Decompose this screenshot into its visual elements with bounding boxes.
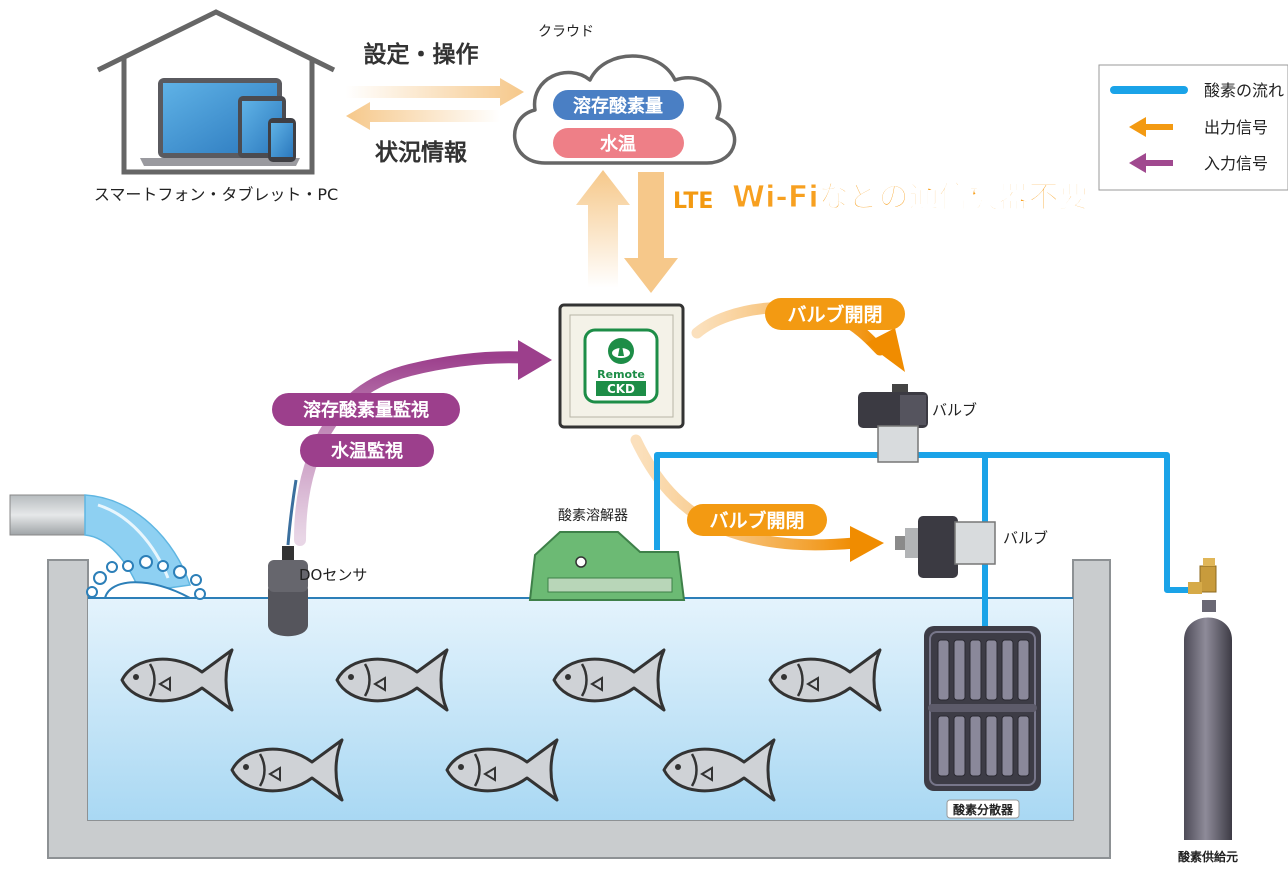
cloud-title: クラウド xyxy=(538,24,594,40)
do-metric-pill xyxy=(553,90,684,120)
fish-icon xyxy=(230,738,344,802)
oxygen-dissolver-icon xyxy=(528,531,686,601)
diffuser-bar xyxy=(985,715,998,777)
devices-caption: スマートフォン・タブレット・PC xyxy=(94,185,338,204)
diffuser-bar xyxy=(985,639,998,701)
diffuser-bar xyxy=(937,639,950,701)
valve-top-signal: バルブ開閉 xyxy=(787,303,882,326)
diffuser-label: 酸素分散器 xyxy=(953,802,1014,817)
input-signal-arrow xyxy=(294,340,552,546)
fish-icon xyxy=(552,648,666,712)
valve-top-label: バルブ xyxy=(932,401,977,419)
logo-line1: Remote xyxy=(597,368,645,381)
do-sensor-label: DOセンサ xyxy=(299,566,367,584)
valve-bottom-label: バルブ xyxy=(1003,529,1048,547)
legend-output-arrow xyxy=(1129,117,1173,137)
download-arrow xyxy=(624,172,678,293)
legend-input-signal: 入力信号 xyxy=(1204,154,1268,173)
valve-bottom-icon xyxy=(895,516,996,578)
logo-ckd-bar xyxy=(596,381,646,396)
valve-bottom-signal: バルブ開閉 xyxy=(709,509,804,532)
legend-output-signal: 出力信号 xyxy=(1204,118,1268,137)
oxygen-source-label: 酸素供給元 xyxy=(1178,849,1238,864)
temp-metric-pill xyxy=(553,128,684,158)
temp-metric-label: 水温 xyxy=(600,133,636,155)
diffuser-bar xyxy=(953,639,966,701)
remote-controller xyxy=(558,303,685,429)
diffuser-bar xyxy=(953,715,966,777)
fish-icon xyxy=(662,738,776,802)
do-metric-label: 溶存酸素量 xyxy=(573,95,663,117)
status-arrow xyxy=(346,102,500,130)
wifi-note: Wi-Fiなどの通信機器不要 xyxy=(732,180,1089,215)
upload-arrow xyxy=(576,170,630,288)
remote-ckd-logo-icon xyxy=(608,338,634,364)
temp-monitoring-pill xyxy=(300,434,434,467)
diffuser-bar xyxy=(969,639,982,701)
oxygen-diffuser-icon xyxy=(924,626,1041,819)
temp-monitoring-label: 水温監視 xyxy=(331,440,403,462)
fish-icon xyxy=(768,648,882,712)
legend-input-arrow xyxy=(1129,153,1173,173)
status-label: 状況情報 xyxy=(375,139,468,166)
valve-top-icon xyxy=(858,384,928,463)
smartphone-icon xyxy=(268,118,296,162)
settings-label: 設定・操作 xyxy=(364,41,479,68)
fish-icon xyxy=(445,738,559,802)
house-icon xyxy=(96,9,336,175)
valve-bottom-pill xyxy=(687,504,827,536)
fish-icon xyxy=(120,648,234,712)
dissolver-label: 酸素溶解器 xyxy=(558,508,628,524)
lte-label: LTE xyxy=(673,189,713,214)
fish-icon xyxy=(335,648,449,712)
do-sensor xyxy=(268,479,308,637)
diffuser-bar xyxy=(969,715,982,777)
diffuser-bar xyxy=(1017,715,1030,777)
logo-line2: CKD xyxy=(607,382,635,396)
diffuser-bar xyxy=(1001,715,1014,777)
settings-arrow xyxy=(346,78,524,106)
do-monitoring-label: 溶存酸素量監視 xyxy=(303,399,429,421)
legend-oxygen-flow: 酸素の流れ xyxy=(1204,81,1284,100)
fish-group xyxy=(120,648,882,802)
diffuser-bar xyxy=(1017,639,1030,701)
oxygen-cylinder-icon xyxy=(1184,558,1232,840)
output-arrow-bottom xyxy=(630,434,884,562)
water-splash xyxy=(86,555,206,600)
valve-top-pill xyxy=(765,298,905,330)
diffuser-bar xyxy=(1001,639,1014,701)
diffuser-bar xyxy=(937,715,950,777)
legend: 酸素の流れ 出力信号 入力信号 xyxy=(1098,64,1288,191)
do-monitoring-pill xyxy=(272,393,460,426)
